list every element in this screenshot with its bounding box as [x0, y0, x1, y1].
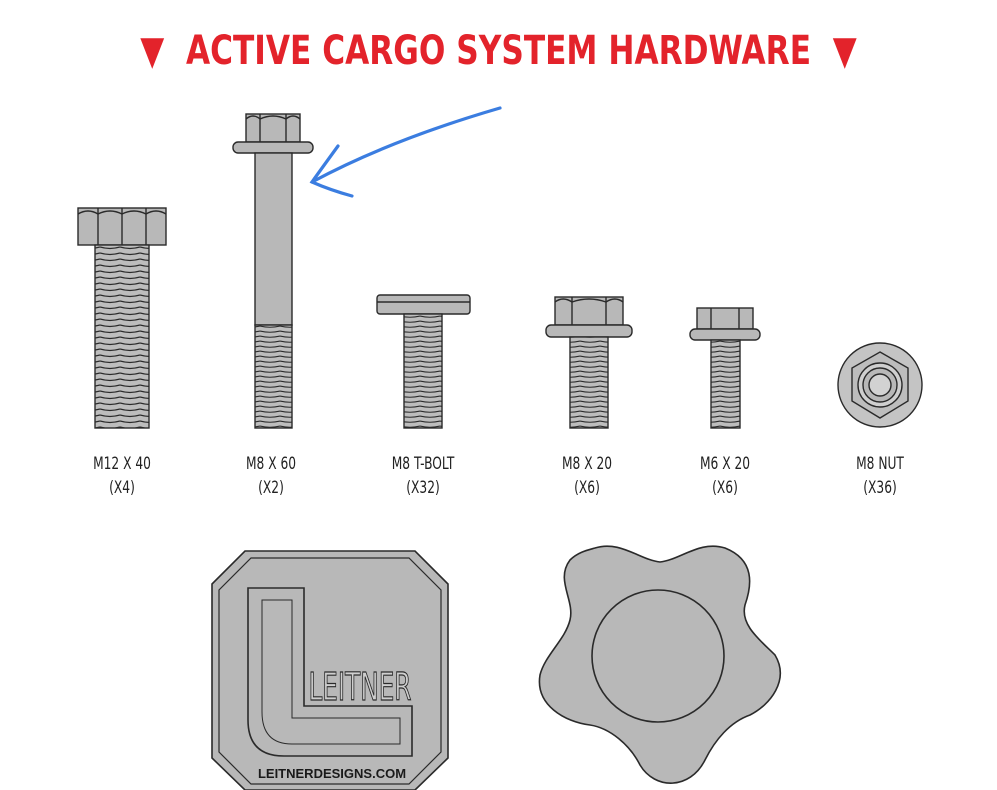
title-text: ACTIVE CARGO SYSTEM HARDWARE — [185, 28, 812, 74]
star-knob — [538, 545, 781, 784]
label-bolt-m12x40: M12 X 40 (X4) — [74, 452, 170, 500]
annotation-arrow — [309, 106, 502, 198]
part-qty: (X2) — [258, 478, 284, 498]
title-marker-left: ▼ — [140, 28, 165, 74]
part-name: M8 NUT — [856, 454, 904, 474]
part-qty: (X36) — [863, 478, 897, 498]
page-title: ▼ ACTIVE CARGO SYSTEM HARDWARE ▼ — [110, 28, 888, 74]
logo-url-text: LEITNERDESIGNS.COM — [258, 766, 406, 781]
leitner-logo-plate: LEITNER LEITNERDESIGNS.COM — [211, 550, 449, 790]
part-name: M6 X 20 — [699, 454, 751, 474]
logo-brand-text: LEITNER — [309, 664, 412, 709]
part-name: M8 X 60 — [245, 454, 297, 474]
label-bolt-m8x60: M8 X 60 (X2) — [223, 452, 319, 500]
label-bolt-m8-tbolt: M8 T-BOLT (X32) — [375, 452, 471, 500]
label-bolt-m6x20: M6 X 20 (X6) — [677, 452, 773, 500]
bolt-m12x40 — [77, 207, 167, 429]
bolt-m8-tbolt — [376, 294, 471, 429]
bolt-m6x20 — [689, 307, 761, 429]
label-bolt-m8x20: M8 X 20 (X6) — [539, 452, 635, 500]
part-name: M12 X 40 — [93, 454, 151, 474]
part-name: M8 T-BOLT — [391, 454, 455, 474]
bolt-m8x20 — [545, 296, 633, 429]
part-name: M8 X 20 — [561, 454, 613, 474]
nut-m8 — [837, 342, 923, 428]
part-qty: (X6) — [712, 478, 738, 498]
part-qty: (X6) — [574, 478, 600, 498]
title-marker-right: ▼ — [832, 28, 857, 74]
part-qty: (X4) — [109, 478, 135, 498]
part-qty: (X32) — [406, 478, 440, 498]
bolt-m8x60 — [232, 113, 314, 429]
label-nut-m8: M8 NUT (X36) — [832, 452, 928, 500]
